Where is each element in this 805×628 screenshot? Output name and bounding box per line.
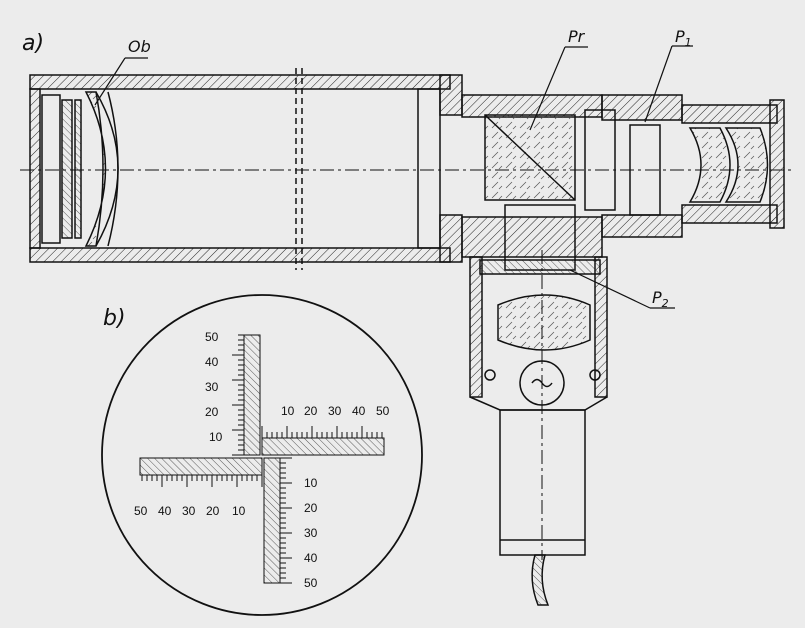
telescope-section — [20, 68, 795, 606]
prism-housing-bottom — [461, 216, 603, 258]
tick-label: 20 — [304, 501, 318, 515]
horizontal-right-numbers: 10 20 30 40 50 — [281, 404, 390, 418]
tick-label: 40 — [352, 404, 366, 418]
tick-label: 10 — [232, 504, 246, 518]
horizontal-right-bar — [261, 437, 385, 456]
tick-label: 50 — [304, 576, 318, 590]
vertical-lower-bar — [263, 457, 281, 584]
leader-lines — [94, 45, 693, 309]
rear-stop — [417, 88, 441, 249]
tick-label: 30 — [182, 504, 196, 518]
tick-label: 40 — [304, 551, 318, 565]
plate1-label: P1 — [675, 27, 692, 49]
front-cap — [29, 88, 41, 249]
panel-b-label: b) — [103, 306, 126, 331]
tube-top-wall — [29, 74, 451, 90]
panel-a-label: a) — [22, 31, 44, 56]
tick-label: 20 — [304, 404, 318, 418]
reticle-circle — [101, 294, 423, 616]
horizontal-left-bar — [139, 457, 263, 476]
tick-label: 30 — [304, 526, 318, 540]
prism-label: Pr — [568, 27, 586, 46]
reticle-plate — [479, 259, 601, 275]
tick-label: 10 — [304, 476, 318, 490]
prism — [484, 114, 576, 201]
tick-label: 20 — [205, 405, 219, 419]
vertical-upper-bar — [243, 334, 261, 456]
tick-label: 30 — [328, 404, 342, 418]
prism-housing-top — [461, 94, 603, 118]
eyepiece-lenses — [688, 127, 769, 203]
objective-label: Ob — [128, 37, 151, 56]
vertical-upper-numbers: 50 40 30 20 10 — [205, 330, 223, 444]
tick-label: 50 — [376, 404, 390, 418]
tick-label: 50 — [134, 504, 148, 518]
vertical-lower-numbers: 10 20 30 40 50 — [304, 476, 318, 590]
reticle-view — [101, 294, 423, 616]
tick-label: 20 — [206, 504, 220, 518]
horizontal-left-numbers: 50 40 30 20 10 — [134, 504, 246, 518]
tick-label: 30 — [205, 380, 219, 394]
tube-bottom-wall — [29, 247, 451, 263]
tick-label: 40 — [158, 504, 172, 518]
objective-lens-group — [41, 91, 119, 247]
eyepiece-housing-bottom — [601, 214, 683, 238]
lower-lens — [497, 294, 591, 351]
plate2-label: P2 — [652, 288, 669, 310]
tick-label: 10 — [209, 430, 223, 444]
tick-label: 50 — [205, 330, 219, 344]
eyepiece-housing-top — [601, 94, 683, 121]
cable — [531, 554, 550, 606]
tick-label: 40 — [205, 355, 219, 369]
tick-label: 10 — [281, 404, 295, 418]
